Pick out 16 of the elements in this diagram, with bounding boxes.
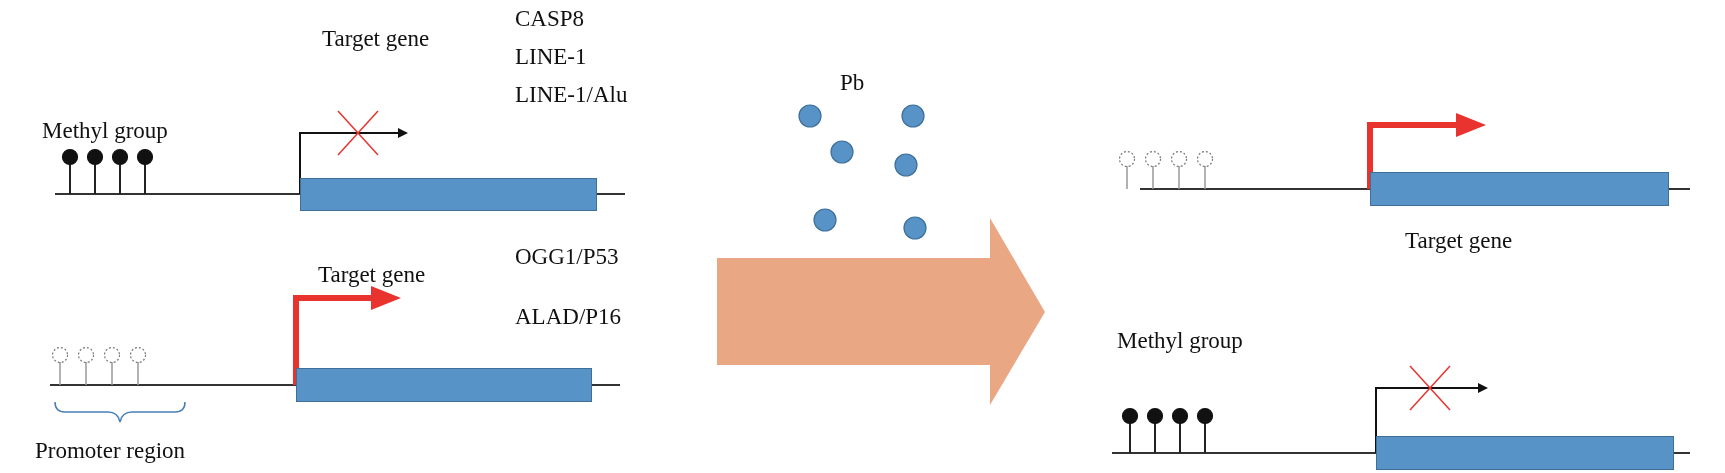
text-label: Methyl group: [1117, 327, 1243, 355]
text-label: LINE-1/Alu: [515, 81, 628, 109]
text-label: Promoter region: [35, 437, 186, 465]
text-label: Target gene: [322, 25, 430, 53]
text-label: OGG1/P53: [515, 243, 619, 271]
text-label: Pb: [840, 69, 865, 97]
gene-bar: [300, 178, 597, 211]
gene-bar: [296, 368, 592, 402]
text-label: CASP8: [515, 5, 585, 33]
text-label: Methyl group: [42, 117, 168, 145]
text-label: ALAD/P16: [515, 303, 622, 331]
text-label: LINE-1: [515, 43, 587, 71]
gene-label: Target gene: [318, 261, 426, 289]
gene-label: Target gene: [1405, 227, 1513, 255]
gene-bar: [1376, 436, 1674, 470]
gene-bar: [1370, 172, 1669, 206]
